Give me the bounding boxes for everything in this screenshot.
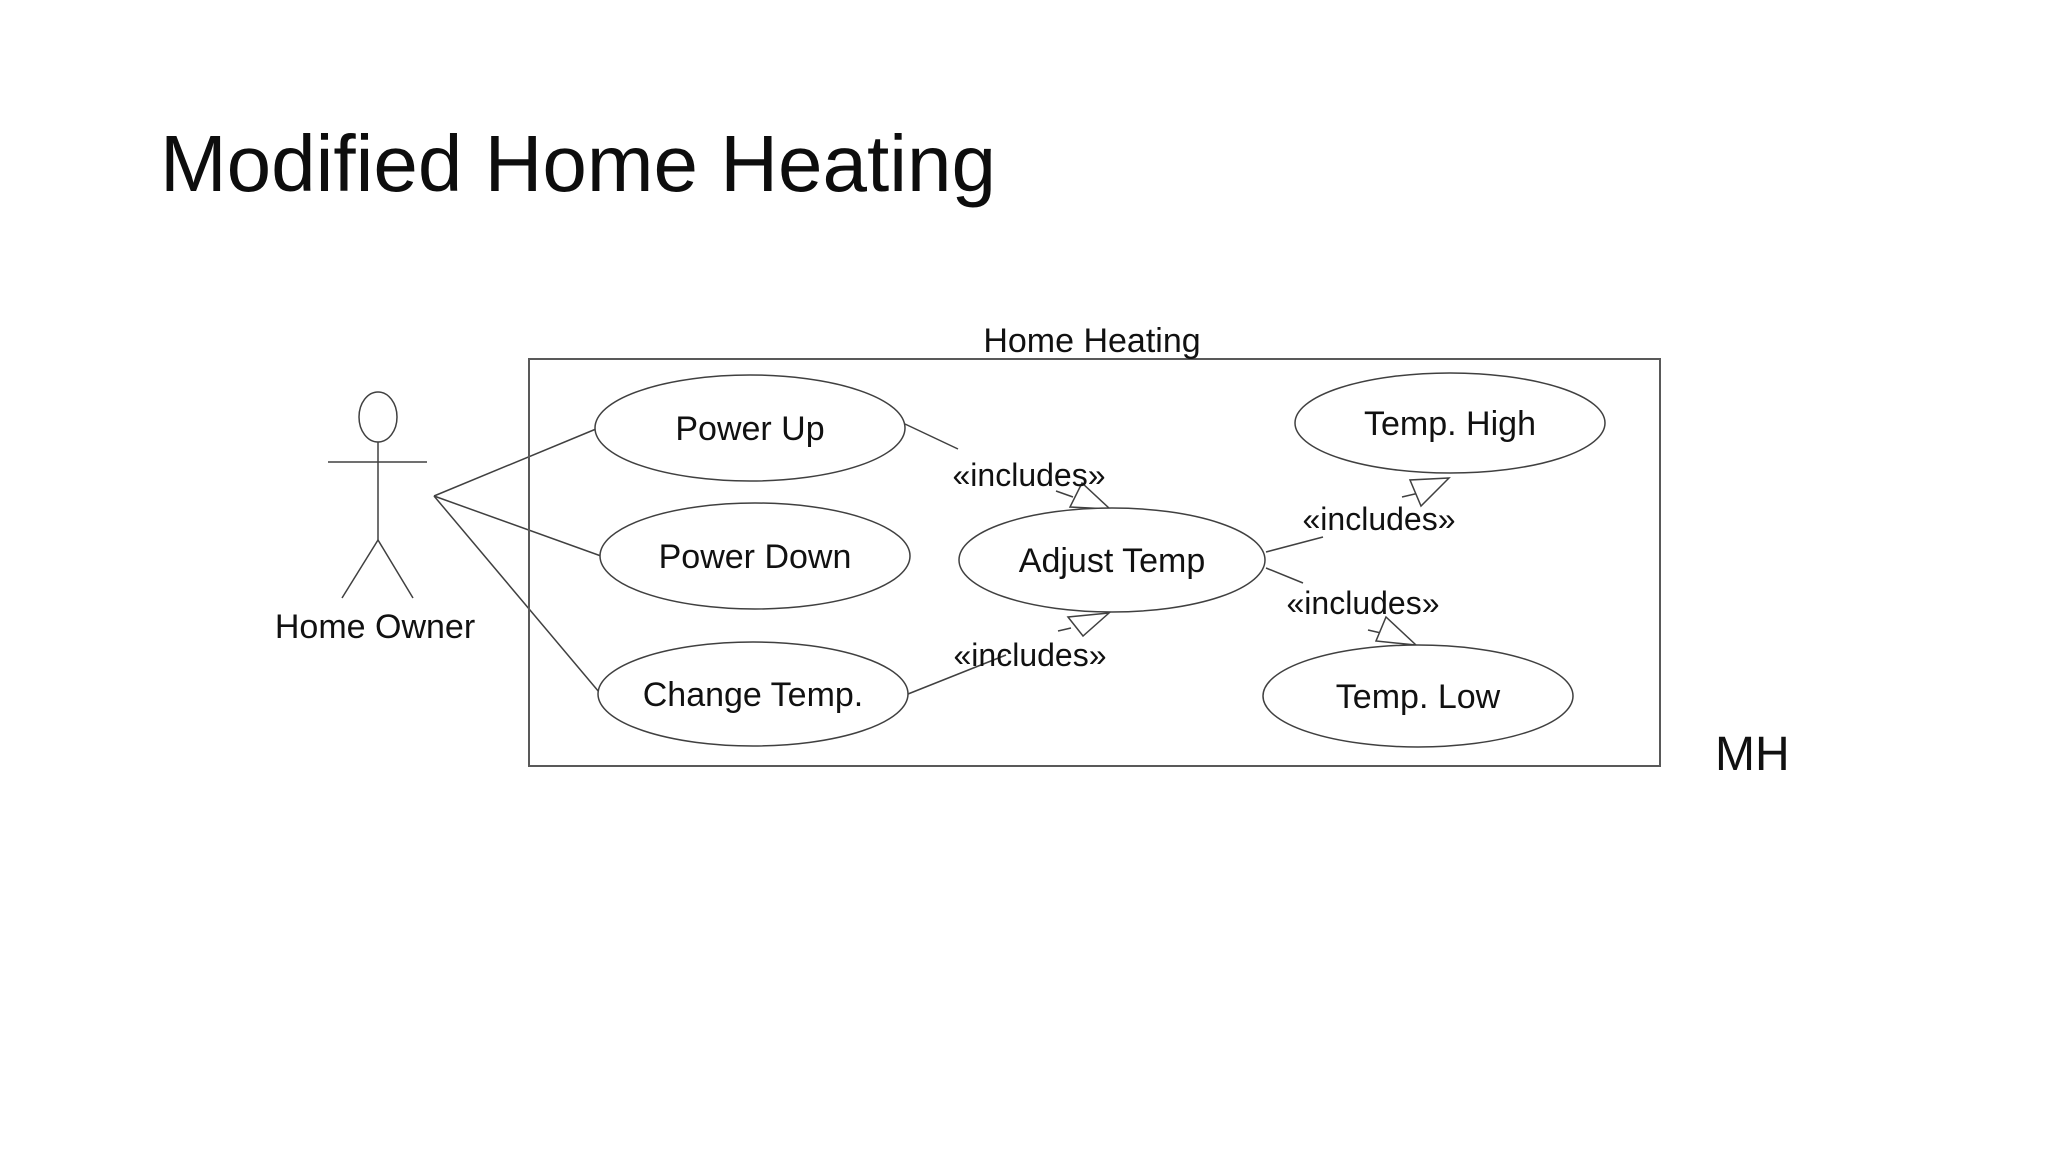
include-label: «includes» xyxy=(954,637,1107,673)
use-case-label: Adjust Temp xyxy=(1019,542,1205,580)
corner-label-mh: MH xyxy=(1715,728,1790,781)
slide-title: Modified Home Heating xyxy=(160,119,996,208)
use-case-label: Power Down xyxy=(659,538,852,576)
include-connector-power-up-adjust-temp: «includes» xyxy=(904,423,1113,510)
include-label: «includes» xyxy=(1287,585,1440,621)
use-case-label: Power Up xyxy=(675,410,824,448)
use-case-label: Change Temp. xyxy=(643,676,864,714)
include-label: «includes» xyxy=(1303,501,1456,537)
use-case-power-up: Power Up xyxy=(594,374,906,482)
use-case-ellipse xyxy=(597,641,909,747)
use-case-ellipse xyxy=(1294,372,1606,474)
system-boundary-box xyxy=(528,358,1661,767)
association-power-down xyxy=(433,495,602,557)
include-line xyxy=(907,654,1007,695)
actor-label: Home Owner xyxy=(275,608,475,646)
use-case-change-temp: Change Temp. xyxy=(597,641,909,747)
actor-head xyxy=(358,391,398,443)
include-arrowhead-icon xyxy=(1066,612,1112,638)
include-connector-change-temp-adjust-temp: «includes» xyxy=(907,612,1112,695)
include-connector-adjust-temp-temp-high: «includes» xyxy=(1265,477,1456,553)
include-line-tail xyxy=(1057,627,1072,632)
use-case-ellipse xyxy=(958,507,1266,613)
use-case-ellipse xyxy=(1262,644,1574,748)
use-case-temp-high: Temp. High xyxy=(1294,372,1606,474)
association-change-temp xyxy=(433,495,600,693)
actor-associations xyxy=(433,428,602,693)
include-label: «includes» xyxy=(953,457,1106,493)
use-case-ellipse xyxy=(599,502,911,610)
use-case-power-down: Power Down xyxy=(599,502,911,610)
use-case-adjust-temp: Adjust Temp xyxy=(958,507,1266,613)
include-line-tail xyxy=(1055,490,1074,498)
include-line xyxy=(1265,567,1304,584)
include-line xyxy=(1265,536,1324,553)
actor-left-leg xyxy=(341,539,379,599)
actor-right-leg xyxy=(377,539,414,599)
association-power-up xyxy=(433,428,597,497)
include-arrowhead-icon xyxy=(1374,615,1419,646)
include-line xyxy=(904,423,959,450)
include-connector-adjust-temp-temp-low: «includes» xyxy=(1265,567,1440,646)
use-case-label: Temp. Low xyxy=(1336,678,1501,716)
actor-figure xyxy=(328,391,427,599)
use-case-temp-low: Temp. Low xyxy=(1262,644,1574,748)
include-arrowhead-icon xyxy=(1408,477,1451,508)
use-case-label: Temp. High xyxy=(1364,405,1536,443)
use-case-ellipse xyxy=(594,374,906,482)
system-boundary-label: Home Heating xyxy=(983,322,1200,360)
